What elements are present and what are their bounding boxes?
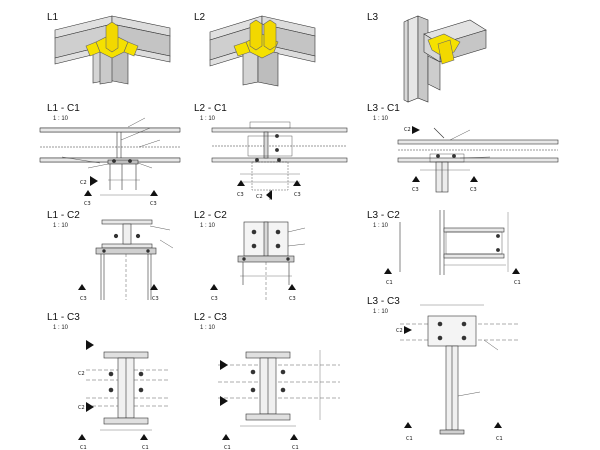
marker-l3c3-c1: C1	[406, 436, 413, 442]
marker-l3c2-c1b: C1	[514, 280, 521, 286]
detail-title-l1-c1: L1 - C1	[47, 103, 80, 114]
marker-l2c1-c3: C3	[237, 192, 244, 198]
view-title-l3: L3	[367, 12, 379, 23]
detail-scale-l3-c3: 1 : 10	[373, 309, 389, 315]
marker-l3c3-c2: C2	[396, 328, 403, 334]
marker-l2c1-c2: C2	[256, 194, 263, 200]
detail-title-l3-c3: L3 - C3	[367, 296, 400, 307]
detail-l3-c2	[384, 210, 520, 275]
isometric-view-l3	[403, 15, 487, 103]
marker-l3c1-c2: C2	[404, 127, 411, 133]
marker-l2c3-c1b: C1	[292, 445, 299, 450]
detail-l2-c2	[210, 221, 306, 300]
marker-l3c3-c1b: C1	[496, 436, 503, 442]
marker-l1c3-c2b: C2	[78, 405, 85, 411]
detail-scale-l2-c2: 1 : 10	[200, 223, 216, 229]
detail-title-l3-c2: L3 - C2	[367, 210, 400, 221]
marker-l3c1-c3: C3	[412, 187, 419, 193]
marker-l1c1-c3: C3	[84, 201, 91, 207]
detail-title-l1-c3: L1 - C3	[47, 312, 80, 323]
isometric-view-l1	[54, 15, 171, 85]
detail-scale-l1-c3: 1 : 10	[53, 325, 69, 331]
marker-l1c2-c3b: C3	[152, 296, 159, 302]
marker-l2c2-c3b: C3	[289, 296, 296, 302]
detail-l2-c1	[211, 121, 348, 200]
marker-l1c3-c2: C2	[78, 371, 85, 377]
marker-l1c3-c1: C1	[80, 445, 87, 450]
detail-title-l2-c1: L2 - C1	[194, 103, 227, 114]
marker-l3c1-c3b: C3	[470, 187, 477, 193]
marker-l2c3-c1: C1	[224, 445, 231, 450]
isometric-view-l2	[209, 15, 316, 87]
marker-l2c1-c3b: C3	[294, 192, 301, 198]
detail-l2-c3	[218, 350, 340, 440]
detail-l3-c1	[397, 126, 559, 193]
detail-title-l1-c2: L1 - C2	[47, 210, 80, 221]
detail-scale-l3-c2: 1 : 10	[373, 223, 389, 229]
marker-l1c3-c1b: C1	[142, 445, 149, 450]
view-title-l2: L2	[194, 12, 206, 23]
detail-title-l2-c2: L2 - C2	[194, 210, 227, 221]
marker-l1c1-c2: C2	[80, 180, 87, 186]
marker-l1c2-c3: C3	[80, 296, 87, 302]
view-title-l1: L1	[47, 12, 59, 23]
marker-l3c2-c1: C1	[386, 280, 393, 286]
detail-scale-l2-c1: 1 : 10	[200, 116, 216, 122]
detail-l3-c3	[400, 304, 520, 435]
detail-l1-c3	[78, 340, 170, 440]
marker-l2c2-c3: C3	[211, 296, 218, 302]
detail-scale-l2-c3: 1 : 10	[200, 325, 216, 331]
detail-l1-c2	[78, 219, 174, 300]
detail-l1-c1	[39, 117, 181, 196]
marker-l1c1-c3b: C3	[150, 201, 157, 207]
detail-title-l2-c3: L2 - C3	[194, 312, 227, 323]
detail-scale-l1-c2: 1 : 10	[53, 223, 69, 229]
detail-scale-l1-c1: 1 : 10	[53, 116, 69, 122]
detail-title-l3-c1: L3 - C1	[367, 103, 400, 114]
detail-scale-l3-c1: 1 : 10	[373, 116, 389, 122]
